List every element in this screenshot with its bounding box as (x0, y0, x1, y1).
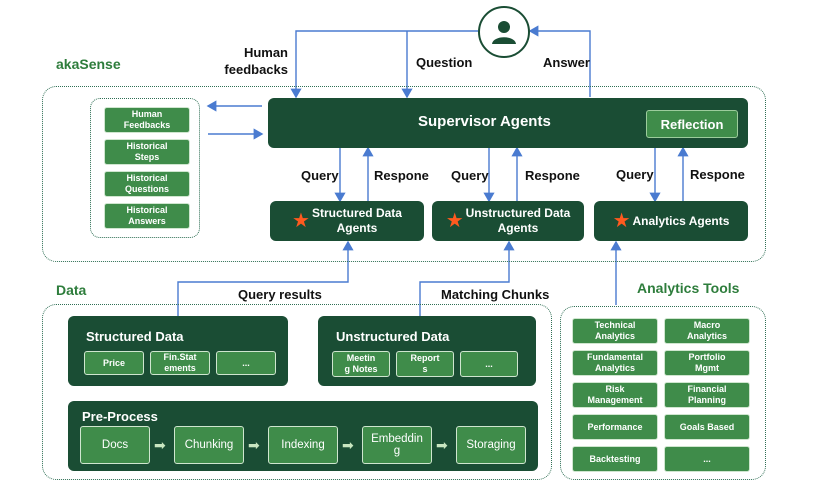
tool-technical-analytics[interactable]: Technical Analytics (572, 318, 658, 344)
tool-portfolio-mgmt[interactable]: Portfolio Mgmt (664, 350, 750, 376)
unstructured-agents-label: Unstructured Data Agents (465, 206, 571, 235)
memory-panel (90, 98, 200, 238)
preprocess-step-storaging[interactable]: Storaging (456, 426, 526, 464)
respone-label-2: Respone (525, 168, 580, 183)
star-icon: ★ (612, 210, 631, 232)
tool-more[interactable]: ... (664, 446, 750, 472)
tool-backtesting[interactable]: Backtesting (572, 446, 658, 472)
unstructured-item-more[interactable]: ... (460, 351, 518, 377)
structured-item-price[interactable]: Price (84, 351, 144, 375)
memory-historical-questions[interactable]: Historical Questions (104, 171, 190, 197)
structured-data-title: Structured Data (86, 329, 184, 344)
respone-label-3: Respone (690, 167, 745, 182)
query-label-1: Query (301, 168, 339, 183)
structured-item-more[interactable]: ... (216, 351, 276, 375)
analytics-agents-label: Analytics Agents (632, 214, 730, 228)
structured-item-fin-statements[interactable]: Fin.Stat ements (150, 351, 210, 375)
tool-fundamental-analytics[interactable]: Fundamental Analytics (572, 350, 658, 376)
memory-historical-steps[interactable]: Historical Steps (104, 139, 190, 165)
unstructured-data-agents[interactable]: ★ Unstructured Data Agents (432, 201, 584, 241)
memory-historical-answers[interactable]: Historical Answers (104, 203, 190, 229)
tool-performance[interactable]: Performance (572, 414, 658, 440)
human-feedbacks-label: Human feedbacks (224, 45, 288, 77)
reflection-button[interactable]: Reflection (646, 110, 738, 138)
arrow-right-icon: ➡ (436, 437, 448, 453)
question-label: Question (416, 55, 473, 70)
query-label-2: Query (451, 168, 489, 183)
respone-label-1: Respone (374, 168, 429, 183)
preprocess-step-docs[interactable]: Docs (80, 426, 150, 464)
structured-data-agents[interactable]: ★ Structured Data Agents (270, 201, 424, 241)
arrow-right-icon: ➡ (342, 437, 354, 453)
star-icon: ★ (445, 210, 464, 232)
user-icon (478, 6, 530, 58)
preprocess-title: Pre-Process (82, 409, 158, 424)
structured-agents-label: Structured Data Agents (311, 206, 402, 235)
akasense-label: akaSense (56, 56, 121, 72)
answer-label: Answer (543, 55, 590, 70)
arrow-right-icon: ➡ (154, 437, 166, 453)
data-container (42, 304, 552, 480)
analytics-agents[interactable]: ★ Analytics Agents (594, 201, 748, 241)
tool-macro-analytics[interactable]: Macro Analytics (664, 318, 750, 344)
unstructured-data-title: Unstructured Data (336, 329, 450, 344)
query-results-label: Query results (238, 287, 322, 302)
tool-goals-based[interactable]: Goals Based (664, 414, 750, 440)
memory-human-feedbacks[interactable]: Human Feedbacks (104, 107, 190, 133)
akasense-container (42, 86, 766, 262)
star-icon: ★ (292, 210, 310, 232)
preprocess-step-embedding[interactable]: Embeddin g (362, 426, 432, 464)
tool-financial-planning[interactable]: Financial Planning (664, 382, 750, 408)
matching-chunks-label: Matching Chunks (441, 287, 550, 302)
preprocess-step-indexing[interactable]: Indexing (268, 426, 338, 464)
supervisor-agents-title: Supervisor Agents (418, 113, 551, 130)
data-label: Data (56, 282, 87, 298)
unstructured-item-meeting-notes[interactable]: Meetin g Notes (332, 351, 390, 377)
analytics-tools-label: Analytics Tools (637, 280, 740, 296)
preprocess-step-chunking[interactable]: Chunking (174, 426, 244, 464)
tool-risk-management[interactable]: Risk Management (572, 382, 658, 408)
query-label-3: Query (616, 167, 654, 182)
unstructured-item-reports[interactable]: Report s (396, 351, 454, 377)
analytics-tools-container (560, 306, 766, 480)
arrow-right-icon: ➡ (248, 437, 260, 453)
